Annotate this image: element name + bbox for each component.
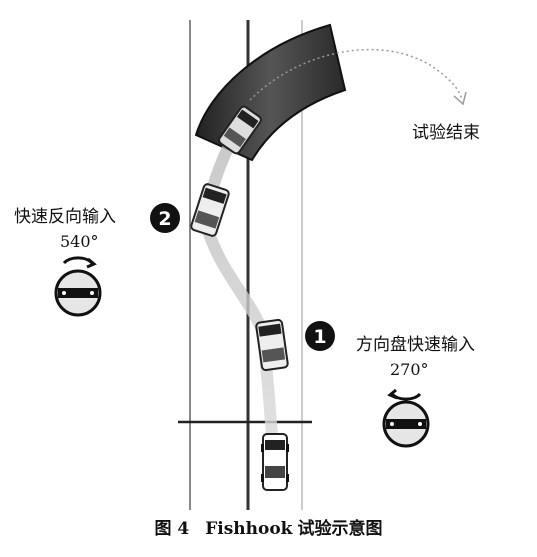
label-270-degrees: 270°: [390, 360, 429, 379]
badge-2-text: 2: [158, 208, 171, 230]
car-end: [218, 105, 262, 155]
label-quick-reverse-input: 快速反向输入: [14, 207, 116, 227]
label-540-degrees: 540°: [60, 232, 99, 251]
label-quick-steering-input: 方向盘快速输入: [356, 335, 475, 355]
caption-test-name: Fishhook: [205, 519, 293, 539]
label-test-end: 试验结束: [412, 123, 480, 143]
end-arc: [249, 48, 463, 101]
caption-figure-number: 图 4: [154, 519, 190, 539]
car-step1: [255, 318, 289, 372]
steering-wheel-icon-left: [54, 256, 102, 317]
car-start: [261, 433, 289, 491]
caption-text: 试验示意图: [297, 519, 383, 539]
badge-1-text: 1: [313, 326, 326, 348]
badge-2: 2: [150, 203, 180, 233]
end-arrowhead: [453, 91, 467, 106]
badge-1: 1: [305, 321, 335, 351]
car-step2: [190, 183, 230, 237]
steering-wheel-icon-right: [382, 388, 430, 448]
vehicle-trail: [201, 119, 282, 486]
